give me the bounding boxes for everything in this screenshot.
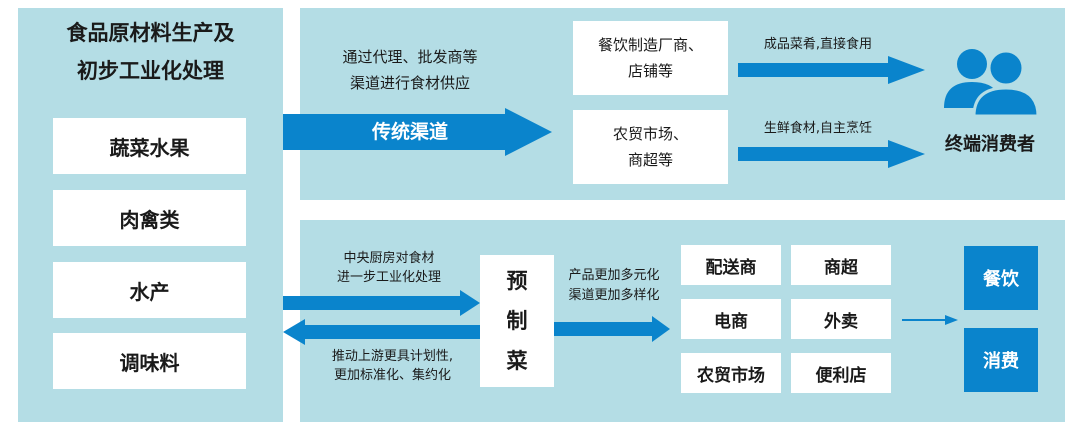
final-arrow-head <box>945 315 958 325</box>
diversify-text: 产品更加多元化 渠道更加多样化 <box>568 268 660 303</box>
traditional-channel-arrow <box>283 108 552 156</box>
feedback-arrow <box>283 319 480 345</box>
ingredient-item-seafood: 水产 <box>53 262 246 318</box>
prepared-food-box: 预 制 菜 <box>480 255 554 387</box>
channel-ecommerce: 电商 <box>681 299 781 339</box>
market-supermarket-box: 农贸市场、 商超等 <box>573 110 728 184</box>
users-icon <box>944 49 1038 116</box>
channel-distributor: 配送商 <box>681 245 781 285</box>
left-panel-title: 食品原材料生产及 初步工业化处理 <box>66 21 235 83</box>
channel-supermarket: 商超 <box>791 245 891 285</box>
supply-text: 通过代理、批发商等 渠道进行食材供应 <box>342 48 478 92</box>
restaurant-manufacturer-box: 餐饮制造厂商、 店铺等 <box>573 21 728 95</box>
channel-takeout: 外卖 <box>791 299 891 339</box>
end-consumer-label: 终端消费者 <box>945 134 1035 155</box>
traditional-channel-label: 传统渠道 <box>371 121 448 143</box>
channel-convenience-store: 便利店 <box>791 353 891 393</box>
channel-farmers-market: 农贸市场 <box>681 353 781 393</box>
final-consumption-box: 消费 <box>964 328 1038 392</box>
central-kitchen-text: 中央厨房对食材 进一步工业化处理 <box>336 251 441 285</box>
diversify-arrow <box>554 316 670 342</box>
fresh-food-label: 生鲜食材,自主烹饪 <box>763 121 873 136</box>
ingredient-item-meat: 肉禽类 <box>53 190 246 246</box>
upstream-standardization-text: 推动上游更具计划性, 更加标准化、集约化 <box>331 349 454 383</box>
ingredient-item-seasoning: 调味料 <box>53 333 246 389</box>
process-arrow <box>283 290 480 316</box>
fresh-food-arrow <box>738 140 925 168</box>
finished-dish-label: 成品菜肴,直接食用 <box>763 37 873 52</box>
finished-dish-arrow <box>738 56 925 84</box>
final-catering-box: 餐饮 <box>964 246 1038 310</box>
ingredient-item-vegetables: 蔬菜水果 <box>53 118 246 174</box>
